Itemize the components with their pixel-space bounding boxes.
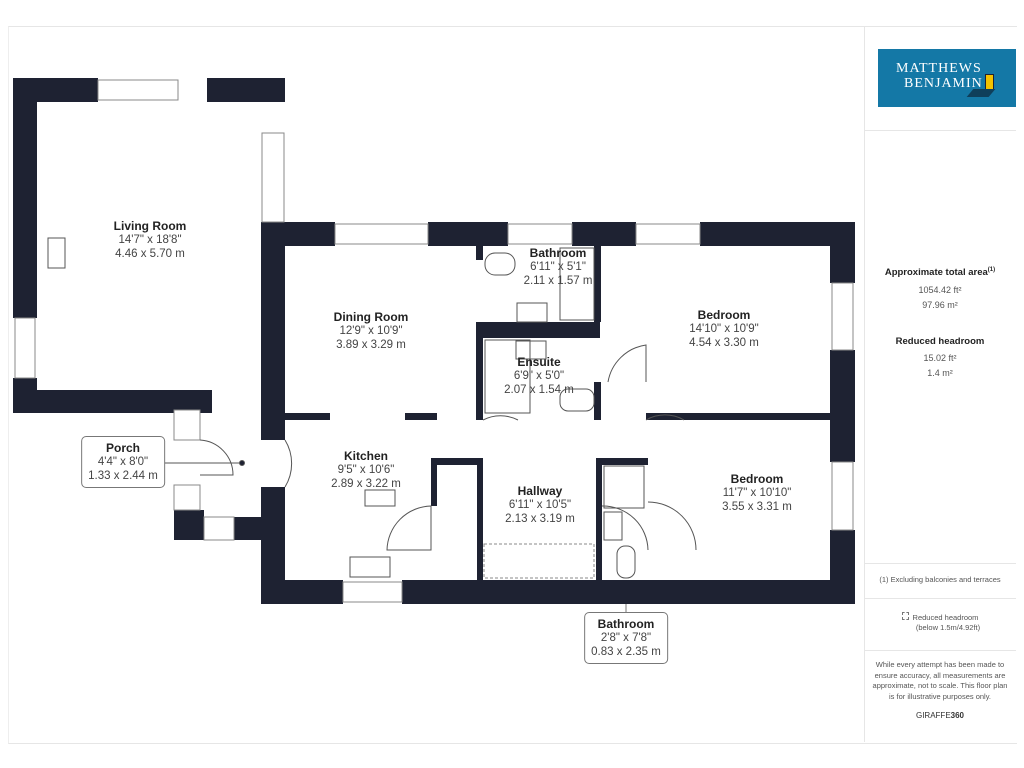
divider: [865, 598, 1016, 599]
logo-line1: MATTHEWS: [896, 61, 982, 76]
reduced-headroom-ft: 15.02 ft²: [923, 353, 957, 363]
walls: [13, 78, 855, 604]
info-panel: [864, 26, 1017, 742]
door-shadow-icon: [966, 89, 996, 97]
divider: [865, 650, 1016, 651]
divider: [865, 563, 1016, 564]
total-area-label: Approximate total area(1): [884, 267, 996, 279]
disclaimer: While every attempt has been made to ens…: [872, 660, 1008, 701]
logo-line2: BENJAMIN: [904, 76, 983, 91]
giraffe360-brand: GIRAFFE360: [915, 711, 965, 720]
reduced-headroom-legend: Reduced headroom: [865, 612, 1015, 622]
reduced-headroom-legend-sub: (below 1.5m/4.92ft): [915, 623, 981, 632]
reduced-headroom-label: Reduced headroom: [895, 336, 985, 347]
total-area-m: 97.96 m²: [922, 300, 958, 310]
dashed-box-icon: [901, 612, 909, 620]
plan-frame: [8, 26, 1017, 744]
floor-plan: [13, 78, 855, 612]
reduced-headroom-m: 1.4 m²: [927, 368, 953, 378]
footnote-excluding: (1) Excluding balconies and terraces: [879, 575, 1001, 584]
door-icon: [985, 74, 994, 90]
windows: [14, 79, 854, 603]
total-area-ft: 1054.42 ft²: [918, 285, 962, 295]
doors-and-fixtures: [47, 237, 697, 579]
divider: [865, 130, 1016, 131]
matthews-benjamin-logo: MATTHEWS BENJAMIN: [878, 49, 1016, 107]
